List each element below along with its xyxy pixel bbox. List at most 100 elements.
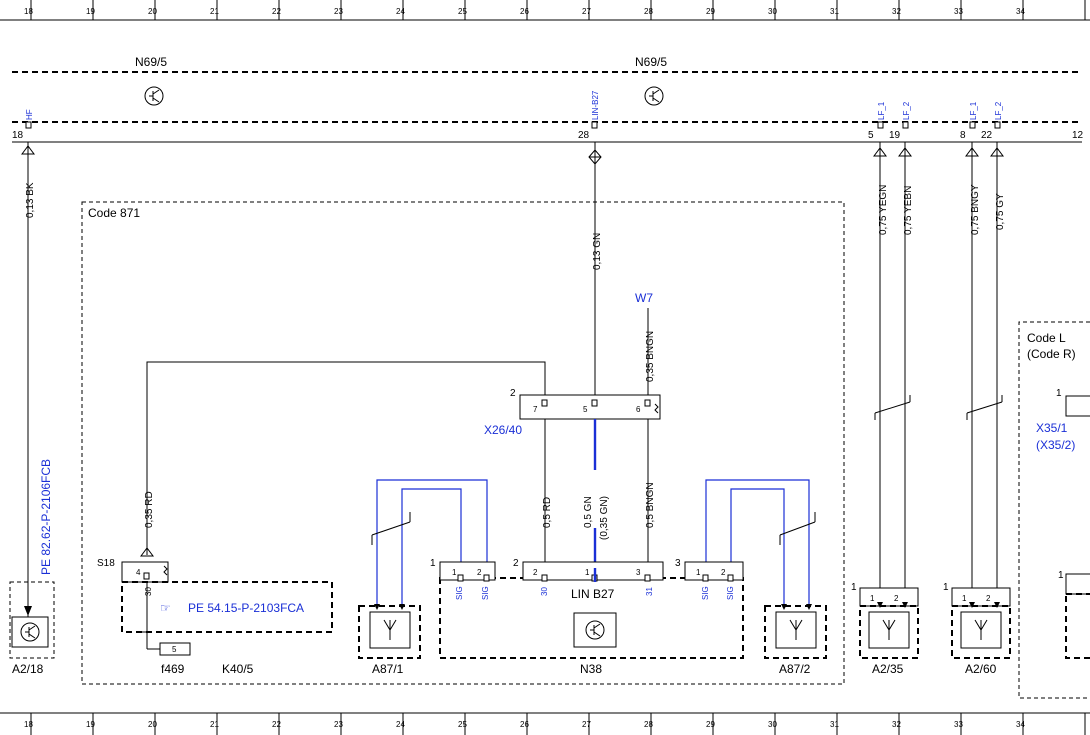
grid-column-label: 30 [768,720,777,729]
component-a2-18: A2/18 [9,581,55,676]
svg-text:f469: f469 [161,662,185,676]
svg-text:0,13 GN: 0,13 GN [592,233,603,270]
svg-text:1: 1 [585,568,590,577]
n69-bus: N69/5 N69/5 HF 18 LIN-B27 28 [12,55,1084,143]
svg-text:A2/18: A2/18 [12,662,44,676]
grid-column-label: 25 [458,7,467,16]
svg-text:A87/2: A87/2 [779,662,811,676]
grid-column-label: 21 [210,7,219,16]
grid-column-label: 32 [892,720,901,729]
component-k40-5: S18 4 30 ☞ PE 54.15-P-2103FCA 5 f469 K40… [97,547,333,676]
transistor-icon [644,86,664,106]
antenna-icon [974,619,988,640]
svg-text:0,35 RD: 0,35 RD [144,491,155,528]
svg-text:1: 1 [1056,388,1062,399]
grid-column-label: 25 [458,720,467,729]
svg-text:8: 8 [960,130,966,141]
grid-column-label: 29 [706,7,715,16]
svg-text:1: 1 [1058,570,1064,581]
svg-text:5: 5 [583,405,588,414]
wire-w7: W7 0,35 BNGN [635,291,656,405]
svg-text:Code 871: Code 871 [88,206,140,220]
svg-text:S18: S18 [97,558,115,569]
svg-text:HF: HF [25,109,34,120]
svg-text:28: 28 [578,130,590,141]
antenna-icon [789,619,803,640]
grid-column-label: 33 [954,720,963,729]
pe-ref-vertical: PE 82.62-P-2106FCB [39,459,53,575]
svg-text:2: 2 [477,568,482,577]
transistor-icon [20,622,40,642]
antenna-wires-right [705,479,816,608]
svg-text:A2/35: A2/35 [872,662,904,676]
svg-text:0,5 RD: 0,5 RD [542,497,553,528]
component-a87-2: A87/2 [764,604,827,676]
svg-text:(X35/2): (X35/2) [1036,438,1075,452]
wires-a2-35: 0,75 YEGN 0,75 YEBN [873,142,914,600]
svg-text:SIG: SIG [481,586,490,600]
svg-text:1: 1 [962,594,967,603]
svg-text:22: 22 [981,130,993,141]
connector-x26-40: 2 7 5 6 X26/40 [484,388,661,437]
svg-text:0,75 GY: 0,75 GY [995,193,1006,230]
svg-text:LF_2: LF_2 [902,101,911,120]
grid-column-label: 19 [86,7,95,16]
bus-pin-lf1b: LF_1 8 [960,101,978,141]
svg-text:N38: N38 [580,662,602,676]
grid-column-label: 19 [86,720,95,729]
grid-column-label: 24 [396,7,405,16]
antenna-icon [383,619,397,640]
grid-column-label: 28 [644,720,653,729]
n69-label-right: N69/5 [635,55,667,69]
wire-gn-top: 0,13 GN [588,142,603,405]
grid-column-label: 34 [1016,7,1025,16]
wire-bk: 0,13 BK PE 82.62-P-2106FCB [21,142,53,618]
grid-column-label: 27 [582,7,591,16]
grid-column-label: 33 [954,7,963,16]
svg-text:2: 2 [986,594,991,603]
svg-text:0,75 YEGN: 0,75 YEGN [878,185,889,235]
svg-text:LF_1: LF_1 [877,101,886,120]
svg-text:1: 1 [870,594,875,603]
svg-text:30: 30 [144,587,153,596]
grid-column-label: 22 [272,720,281,729]
grid-column-label: 26 [520,7,529,16]
svg-text:SIG: SIG [701,586,710,600]
svg-text:3: 3 [675,558,681,569]
grid-column-label: 18 [24,7,33,16]
svg-text:0,13 BK: 0,13 BK [25,182,36,218]
svg-text:LIN-B27: LIN-B27 [591,90,600,120]
bus-pin-lf2a: LF_2 19 [889,101,911,141]
svg-text:2: 2 [510,388,516,399]
svg-text:A2/60: A2/60 [965,662,997,676]
svg-text:5: 5 [172,645,177,654]
transistor-icon [144,86,164,106]
grid-column-label: 23 [334,7,343,16]
svg-text:LF_1: LF_1 [969,101,978,120]
w7-label: W7 [635,291,653,305]
grid-column-label: 30 [768,7,777,16]
svg-text:0,5 BNGN: 0,5 BNGN [645,482,656,528]
n69-label-left: N69/5 [135,55,167,69]
bus-pin-lf1a: LF_1 5 [868,101,886,141]
svg-text:0,75 BNGY: 0,75 BNGY [970,184,981,235]
transistor-icon [585,620,605,640]
svg-text:A87/1: A87/1 [372,662,404,676]
svg-text:2: 2 [533,568,538,577]
antenna-icon [882,619,896,640]
bus-pin-12: 12 [1072,130,1084,141]
svg-text:LF_2: LF_2 [994,101,1003,120]
svg-text:19: 19 [889,130,901,141]
svg-text:7: 7 [533,405,538,414]
svg-text:4: 4 [136,568,141,577]
svg-text:0,5 GN: 0,5 GN [583,496,594,528]
svg-text:2: 2 [513,558,519,569]
grid-column-label: 31 [830,7,839,16]
svg-text:LIN B27: LIN B27 [571,587,615,601]
svg-text:1: 1 [943,582,949,593]
grid-column-label: 20 [148,7,157,16]
svg-text:1: 1 [452,568,457,577]
